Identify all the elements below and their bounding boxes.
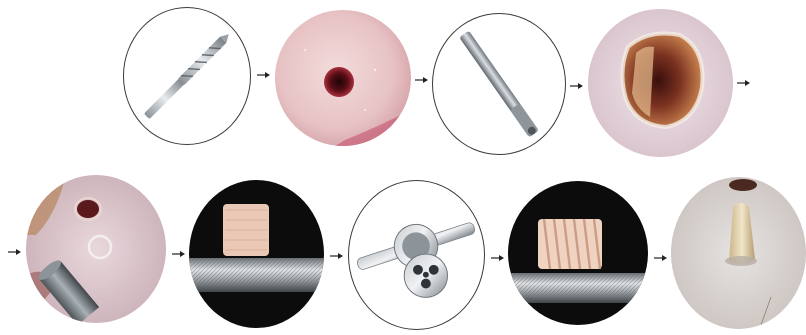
drill-bit-icon xyxy=(124,8,250,144)
arrow-4 xyxy=(737,79,751,87)
bone-defect-icon xyxy=(588,9,733,157)
bone-hole-icon xyxy=(275,10,411,146)
step-core-harvest xyxy=(26,175,166,323)
threaded-plug-icon xyxy=(508,181,648,325)
arrow-9 xyxy=(654,254,668,262)
arrow-7 xyxy=(330,252,344,260)
arrow-6 xyxy=(172,250,186,258)
step-threaded-plug xyxy=(508,181,648,325)
step-tap-and-die xyxy=(348,180,485,330)
step-reamer xyxy=(432,13,566,155)
implanted-plug-icon xyxy=(671,177,806,329)
bone-plug-icon xyxy=(189,180,324,328)
trephine-site-icon xyxy=(26,175,166,323)
step-enlarged-defect xyxy=(588,9,733,157)
step-implanted-plug xyxy=(671,177,806,329)
die-wrench-icon xyxy=(349,181,484,329)
reamer-rod-icon xyxy=(433,14,565,154)
arrow-3 xyxy=(570,82,584,90)
arrow-1 xyxy=(257,71,271,79)
arrow-8 xyxy=(491,254,505,262)
arrow-2 xyxy=(415,76,429,84)
step-bone-plug-on-rod xyxy=(189,180,324,328)
arrow-5 xyxy=(8,248,22,256)
step-drilled-hole xyxy=(275,10,411,146)
step-drill-bit xyxy=(123,7,251,145)
